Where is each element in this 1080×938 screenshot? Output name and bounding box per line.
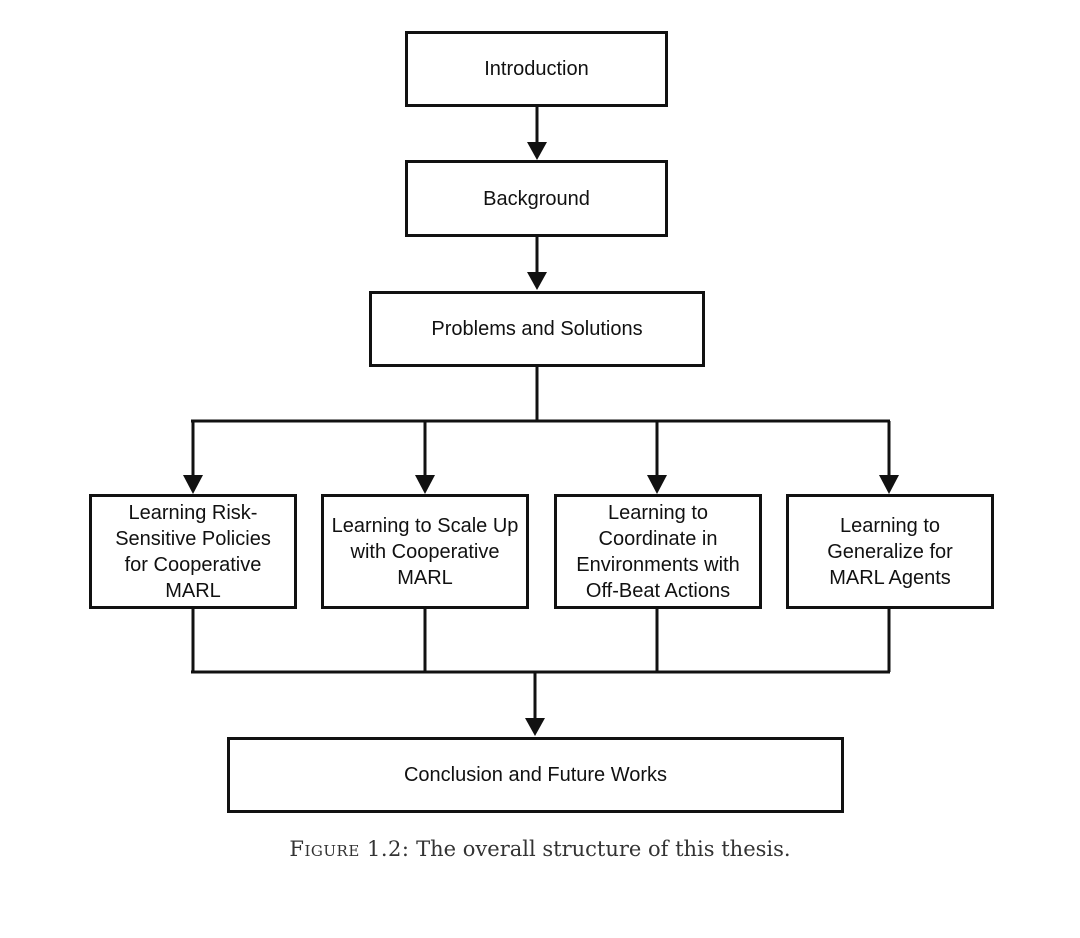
introduction-box: Introduction	[405, 31, 668, 107]
arrowhead-conclusion	[525, 718, 545, 736]
arrowhead-scale	[415, 475, 435, 494]
arrowhead-risk	[183, 475, 203, 494]
generalize-box: Learning to Generalize for MARL Agents	[786, 494, 994, 609]
introduction-label: Introduction	[484, 58, 589, 80]
risk-sensitive-policies-label: Learning Risk-Sensitive Policies for Coo…	[115, 501, 271, 602]
conclusion-box: Conclusion and Future Works	[227, 737, 844, 813]
scale-up-box: Learning to Scale Up with Cooperative MA…	[321, 494, 529, 609]
arrowhead-generalize	[879, 475, 899, 494]
arrowhead-problems	[527, 272, 547, 290]
arrowhead-coordinate	[647, 475, 667, 494]
arrowhead-background	[527, 142, 547, 160]
figure-caption: Figure 1.2: The overall structure of thi…	[0, 837, 1080, 861]
background-box: Background	[405, 160, 668, 237]
figure-caption-label: Figure 1.2:	[289, 837, 410, 861]
conclusion-label: Conclusion and Future Works	[403, 764, 668, 786]
coordinate-off-beat-label: Learning to Coordinate in Environments w…	[576, 501, 740, 602]
risk-sensitive-policies-box: Learning Risk-Sensitive Policies for Coo…	[89, 494, 297, 609]
generalize-label: Learning to Generalize for MARL Agents	[827, 514, 953, 589]
problems-and-solutions-label: Problems and Solutions	[431, 318, 643, 340]
figure-caption-text: The overall structure of this thesis.	[416, 837, 791, 861]
background-label: Background	[483, 187, 590, 210]
problems-and-solutions-box: Problems and Solutions	[369, 291, 705, 367]
coordinate-off-beat-box: Learning to Coordinate in Environments w…	[554, 494, 762, 609]
scale-up-label: Learning to Scale Up with Cooperative MA…	[331, 514, 519, 589]
